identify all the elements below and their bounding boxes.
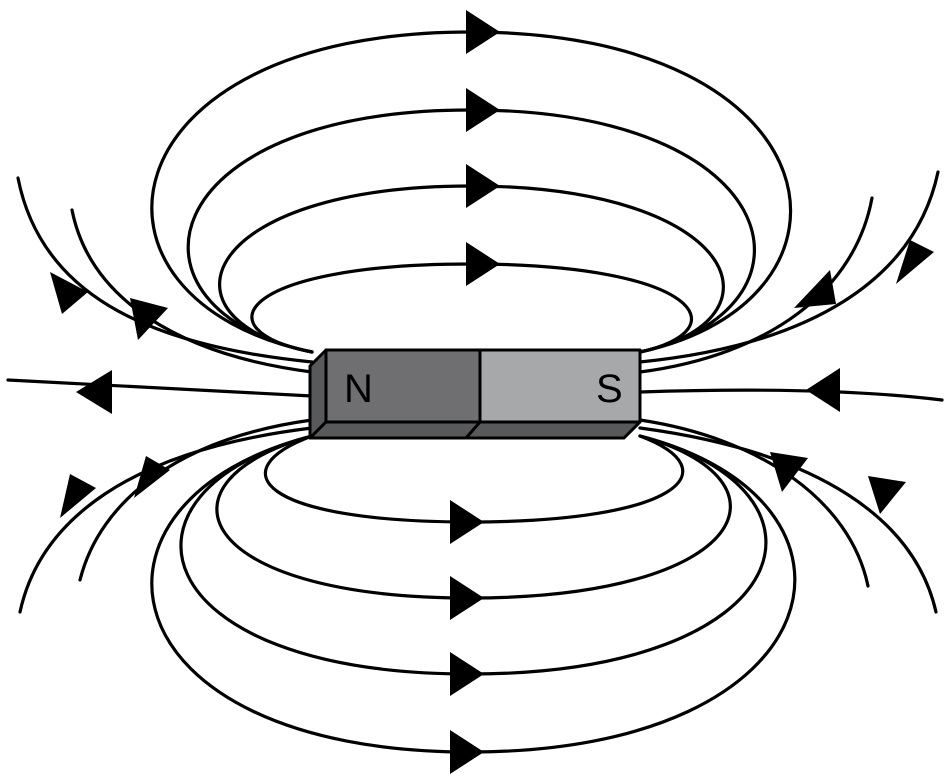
field-line-lower-loop-1 [263, 434, 685, 524]
magnet-south-pole [478, 348, 642, 424]
field-line-lower-loop-3 [179, 434, 768, 676]
arrow-down-left-icon [896, 240, 934, 284]
magnet-north-pole [324, 348, 482, 424]
field-line-right-lower-outer [638, 426, 938, 614]
field-line-right-upper-inner [638, 196, 874, 374]
field-line-upper-loop-3 [186, 108, 756, 354]
arrow-up-left-icon [868, 476, 906, 514]
field-line-left-upper-outer [16, 176, 314, 364]
arrow-up-left-icon [50, 272, 88, 314]
arrow-up-left-icon [770, 452, 808, 492]
arrow-right-icon [450, 576, 484, 620]
field-line-right-center [638, 388, 944, 402]
magnet-bottom-face [308, 420, 642, 440]
magnet-pole-divider [464, 421, 482, 439]
arrow-right-icon [466, 10, 500, 54]
arrow-left-icon [76, 370, 112, 414]
arrow-down-left-icon [60, 474, 96, 518]
arrow-down-left-icon [134, 456, 170, 498]
arrow-right-icon [466, 164, 500, 208]
arrow-right-icon [450, 500, 484, 544]
field-line-right-upper-outer [638, 170, 940, 364]
bar-magnet: N S [308, 348, 642, 440]
arrow-right-icon [450, 730, 484, 774]
arrow-right-icon [450, 652, 484, 696]
arrow-up-left-icon [130, 298, 168, 340]
right-open-field-lines [638, 170, 944, 614]
north-pole-label: N [344, 367, 373, 411]
arrow-right-icon [466, 242, 500, 286]
direction-arrows [50, 10, 934, 774]
field-line-left-lower-outer [18, 426, 314, 614]
left-open-field-lines [6, 176, 314, 614]
arrow-down-left-icon [794, 270, 836, 308]
arrow-left-icon [806, 368, 840, 412]
south-pole-label: S [596, 367, 623, 411]
field-line-left-center [6, 378, 314, 398]
arrow-right-icon [466, 88, 500, 132]
